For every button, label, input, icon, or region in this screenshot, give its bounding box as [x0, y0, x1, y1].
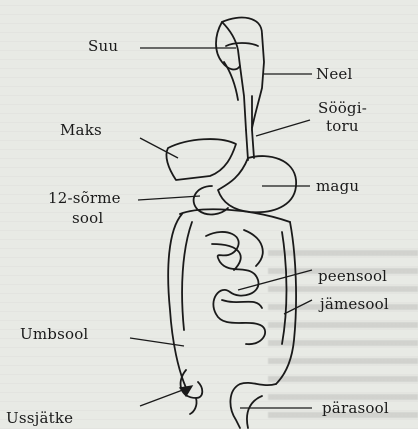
label-magu: magu [316, 178, 359, 195]
ascending-colon-inner [182, 222, 192, 330]
stomach [218, 156, 296, 212]
transverse-colon [180, 209, 290, 222]
leader-soogitoru [256, 120, 310, 136]
leader-ussjatke [140, 388, 188, 406]
label-neel: Neel [316, 66, 352, 83]
arrowhead-ussjatke [180, 386, 192, 396]
esophagus [246, 130, 254, 160]
leader-jamesool [284, 300, 312, 314]
head-outline [222, 18, 264, 128]
pharynx [240, 66, 246, 130]
label-suu: Suu [88, 38, 118, 55]
leader-maks [140, 138, 178, 158]
label-soogitoru-line2: toru [326, 118, 359, 135]
label-soogitoru-line1: Söögi- [318, 100, 367, 117]
label-umbsool: Umbsool [20, 326, 88, 343]
nasal-cavity [226, 43, 258, 46]
rectum-inner [247, 396, 262, 428]
leader-umbsool [130, 338, 184, 346]
label-peensool: peensool [318, 268, 387, 285]
descending-colon-inner [282, 232, 287, 344]
label-parasool: pärasool [322, 400, 389, 417]
leader-12-sorme [138, 196, 200, 200]
label-maks: Maks [60, 122, 102, 139]
label-12-sorme-line1: 12-sõrme [48, 190, 121, 207]
appendix [190, 398, 197, 414]
rectum [230, 383, 276, 428]
leader-peensool [238, 270, 312, 290]
tongue [224, 62, 238, 100]
label-jamesool: jämesool [320, 296, 389, 313]
label-ussjatke: Ussjätke [6, 410, 73, 427]
label-12-sorme-line2: sool [72, 210, 103, 227]
ascending-colon [168, 214, 188, 392]
liver [166, 139, 236, 180]
